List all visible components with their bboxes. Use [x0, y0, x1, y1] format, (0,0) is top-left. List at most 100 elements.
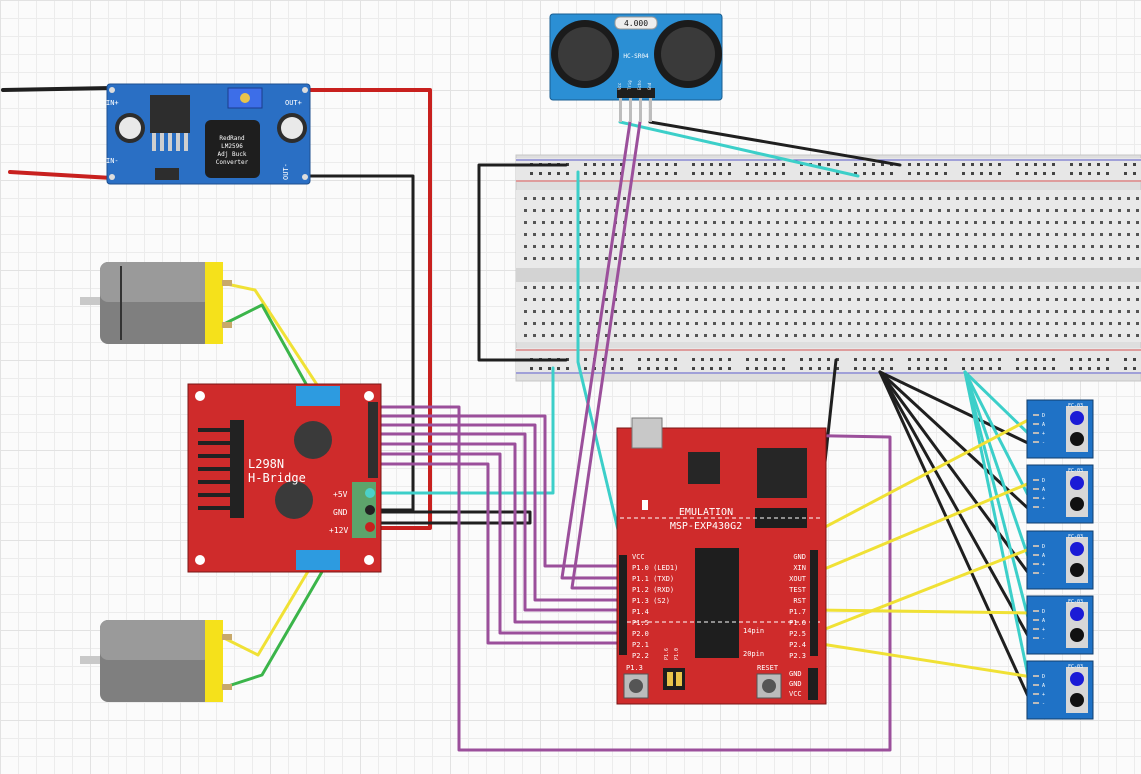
- wire-black-sonar-gnd[interactable]: [648, 120, 902, 167]
- sonar-pin-trig: Trig: [627, 80, 632, 90]
- msp-reset-button-label: RESET: [757, 664, 779, 672]
- buck-label-in-plus: IN+: [106, 99, 119, 107]
- wire-motor2-green[interactable]: [220, 556, 332, 690]
- msp-right-pin-7: P2.5: [789, 630, 806, 638]
- hbridge-label-gnd: GND: [333, 508, 348, 517]
- msp-right-pin-2: XOUT: [789, 575, 807, 583]
- wire-purple-6[interactable]: [371, 452, 626, 635]
- wire-purple-3[interactable]: [371, 423, 626, 602]
- line-sensor-group: FC-03DA+-FC-03DA+-FC-03DA+-FC-03DA+-FC-0…: [1026, 399, 1094, 720]
- msp-right-pin-5: P1.7: [789, 608, 806, 616]
- msp-right-pin-1: XIN: [793, 564, 806, 572]
- msp-right-pin-6: P1.6: [789, 619, 806, 627]
- breadboard: [515, 154, 1141, 382]
- line-sensor-pin-label: +: [1042, 627, 1045, 633]
- wire-purple-4[interactable]: [371, 432, 626, 612]
- buck-chip-text-4: Converter: [216, 159, 249, 166]
- wire-motor1-green[interactable]: [220, 303, 317, 402]
- buck-chip-text-3: Adj Buck: [218, 151, 247, 158]
- msp-left-pin-8: P2.1: [632, 641, 649, 649]
- line-sensor-pin-label: -: [1042, 571, 1045, 577]
- line-sensor-pin-label: -: [1042, 636, 1045, 642]
- line-sensor-pin-label: A: [1042, 487, 1045, 493]
- buck-label-in-minus: IN-: [106, 157, 119, 165]
- h-bridge-board[interactable]: L298N H-Bridge +5V GND +12V: [187, 383, 382, 573]
- buck-label-out-minus: OUT-: [282, 163, 290, 180]
- msp-right-pin-4: RST: [793, 597, 806, 605]
- ultrasonic-sensor[interactable]: 4.000 HC-SR04 Vcc Trig Echo Gnd: [549, 13, 723, 122]
- sonar-pin-vcc: Vcc: [617, 82, 622, 90]
- line-sensor-label: FC-03: [1068, 534, 1083, 540]
- sonar-display: 4.000: [624, 19, 648, 28]
- wire-black-gnd-to-breadboard[interactable]: [371, 510, 532, 525]
- buck-converter[interactable]: IN+ IN- OUT+ OUT- RedRand LM2596 Adj Buc…: [106, 83, 311, 185]
- wire-purple-trig[interactable]: [560, 120, 632, 580]
- msp-pwr-vcc: VCC: [789, 690, 802, 698]
- buck-chip-text-2: LM2596: [221, 143, 243, 150]
- msp-14pin-label: 14pin: [743, 627, 764, 635]
- msp-right-pin-0: GND: [793, 553, 806, 561]
- msp-left-pin-3: P1.2 (RXD): [632, 586, 674, 594]
- line-sensor-pin-label: +: [1042, 562, 1045, 568]
- wire-purple-2[interactable]: [371, 414, 626, 568]
- msp-led-label-2: P1.0: [674, 648, 680, 660]
- line-sensor-pin-label: +: [1042, 692, 1045, 698]
- msp-led-label-1: P1.6: [664, 648, 670, 660]
- wire-purple-5[interactable]: [371, 442, 626, 624]
- msp-p13-button-label: P1.3: [626, 664, 643, 672]
- motor-bottom[interactable]: [80, 620, 232, 702]
- wire-purple-echo[interactable]: [570, 120, 642, 590]
- msp-model-label: MSP-EXP430G2: [670, 521, 742, 532]
- msp-pwr-gnd-2: GND: [789, 680, 802, 688]
- hbridge-label-5v: +5V: [333, 490, 348, 499]
- wire-cyan-rail-vcc[interactable]: [576, 170, 626, 557]
- line-sensor-pin-label: -: [1042, 701, 1045, 707]
- wire-black-rail-loop[interactable]: [477, 163, 568, 362]
- buck-chip-text-1: RedRand: [219, 135, 245, 142]
- line-sensor-pin-label: -: [1042, 505, 1045, 511]
- wire-group-sensor-gnd: [878, 370, 1034, 707]
- line-sensor-pin-label: D: [1042, 674, 1045, 680]
- msp-emulation-label: EMULATION: [679, 507, 733, 518]
- hbridge-title-1: L298N: [248, 457, 284, 471]
- line-sensor-label: FC-03: [1068, 599, 1083, 605]
- motor-top[interactable]: [80, 262, 232, 344]
- wire-black-buck-out-minus[interactable]: [303, 174, 415, 512]
- wire-cyan-5v[interactable]: [371, 366, 555, 495]
- wire-black-in[interactable]: [1, 86, 114, 92]
- msp-reset-button[interactable]: [756, 673, 782, 699]
- sonar-pin-echo: Echo: [637, 80, 642, 90]
- wire-motor1-yellow[interactable]: [220, 281, 329, 402]
- sonar-pin-gnd: Gnd: [647, 82, 652, 90]
- msp-left-pin-4: P1.3 (S2): [632, 597, 670, 605]
- msp-left-pin-5: P1.4: [632, 608, 649, 616]
- line-sensor-pin-label: D: [1042, 544, 1045, 550]
- line-sensor-pin-label: A: [1042, 422, 1045, 428]
- line-sensor-pin-label: A: [1042, 618, 1045, 624]
- wire-motor2-yellow[interactable]: [220, 556, 318, 657]
- wire-red-buck-out-plus[interactable]: [303, 88, 432, 530]
- line-sensor-pin-label: +: [1042, 496, 1045, 502]
- hbridge-label-12v: +12V: [329, 526, 348, 535]
- msp-right-pin-9: P2.3: [789, 652, 806, 660]
- msp-right-pin-8: P2.4: [789, 641, 806, 649]
- wire-cyan-sonar-vcc[interactable]: [618, 120, 860, 178]
- wire-purple-1[interactable]: [371, 405, 892, 752]
- wire-red-in[interactable]: [8, 170, 114, 180]
- msp-left-pin-6: P1.5: [632, 619, 649, 627]
- wire-purple-7[interactable]: [371, 462, 626, 645]
- line-sensor-label: FC-03: [1068, 468, 1083, 474]
- buck-label-out-plus: OUT+: [285, 99, 302, 107]
- wire-group-sensor-vcc: [963, 370, 1034, 697]
- hbridge-title-2: H-Bridge: [248, 471, 306, 485]
- line-sensor-pin-label: D: [1042, 413, 1045, 419]
- line-sensor-pin-label: D: [1042, 478, 1045, 484]
